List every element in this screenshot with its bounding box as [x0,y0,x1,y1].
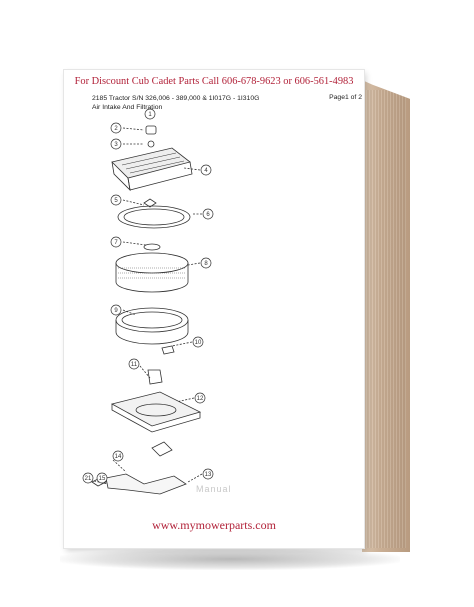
callout-11: 11 [131,362,138,368]
callout-7: 7 [114,240,118,246]
section-title: Air Intake And Filtration [92,104,163,111]
callout-2: 2 [114,126,118,132]
footer-url[interactable]: www.mymowerparts.com [152,518,276,532]
book-shadow [60,548,400,570]
watermark-text: Manual [196,484,232,494]
callout-14: 14 [115,454,122,460]
callout-labels: 2 3 4 5 6 7 8 9 10 11 12 13 14 [82,108,214,484]
callout-9: 9 [114,308,118,314]
banner-or: or [280,76,295,87]
callout-1: 1 [148,112,152,118]
callout-15: 15 [99,476,106,482]
book-page-edges [362,80,410,552]
banner-phone-1: 606-678-9623 [221,76,281,87]
banner-phone-2: 606-561-4983 [294,76,354,87]
model-line: 2185 Tractor S/N 326,006 - 389,000 & 1I0… [92,95,260,102]
banner-text: For Discount Cub Cadet Parts Call [74,76,222,87]
parts-diagram: 2 3 4 5 6 7 8 9 10 11 12 13 14 [82,108,214,495]
callout-12: 12 [197,396,204,402]
callout-21: 21 [85,476,92,482]
callout-4: 4 [204,168,208,174]
callout-10: 10 [195,340,202,346]
page-number: Page1 of 2 [329,94,362,101]
page-header: 2185 Tractor S/N 326,006 - 389,000 & 1I0… [92,94,259,112]
callout-3: 3 [114,142,118,148]
callout-8: 8 [204,261,208,267]
discount-banner: For Discount Cub Cadet Parts Call 606-67… [64,76,364,87]
manual-page: For Discount Cub Cadet Parts Call 606-67… [64,70,364,548]
callout-5: 5 [114,198,118,204]
callout-6: 6 [206,212,210,218]
callout-13: 13 [205,472,212,478]
